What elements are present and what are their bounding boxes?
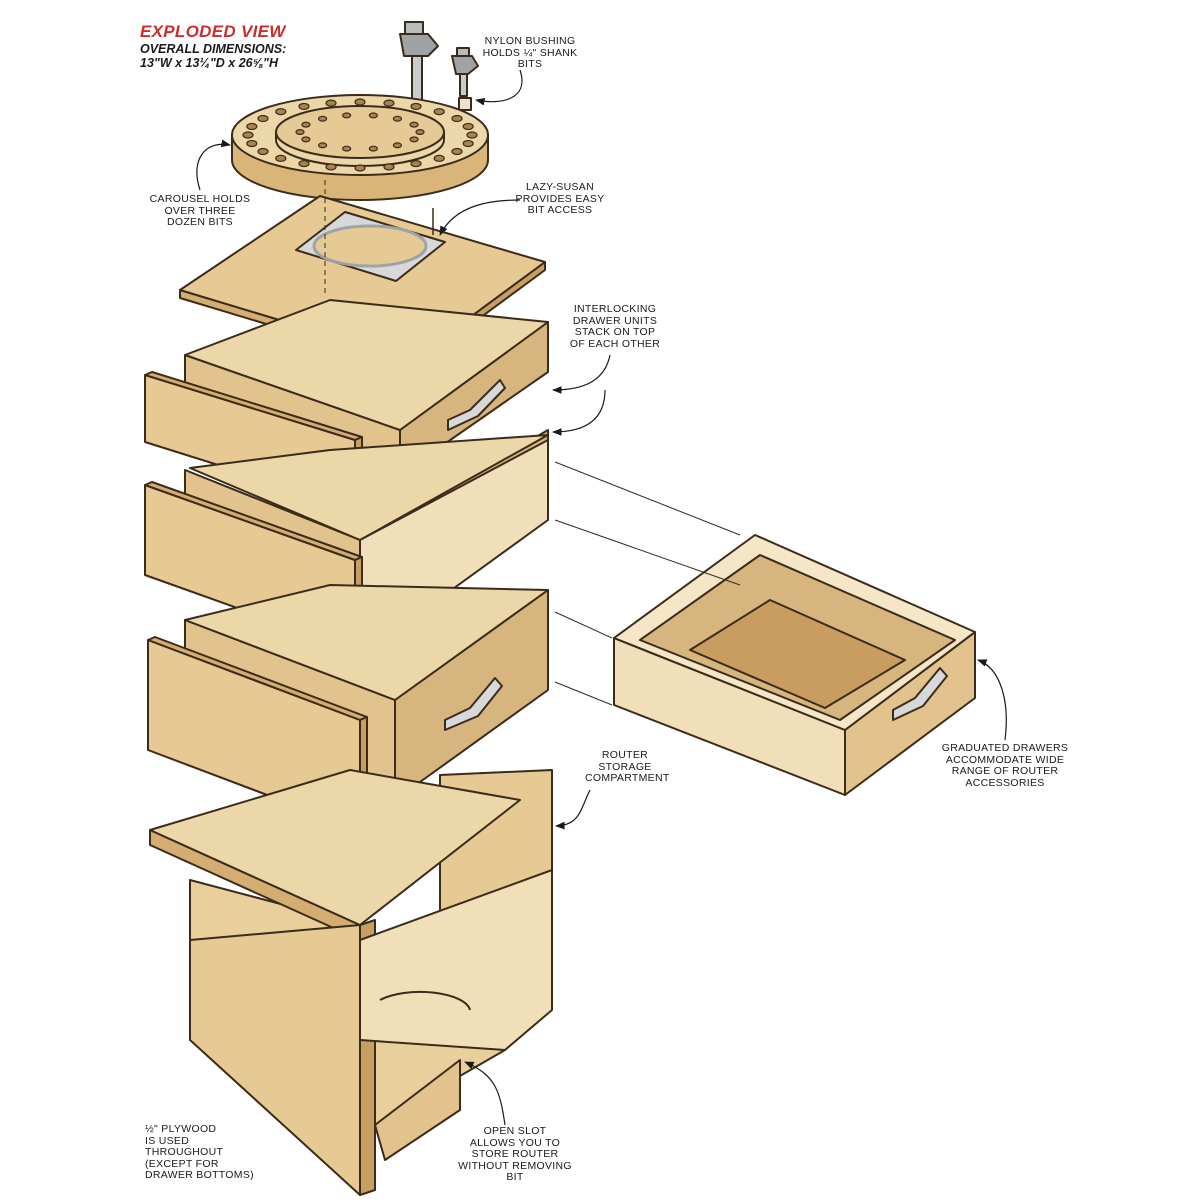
bit-hole bbox=[298, 102, 310, 111]
bit-hole bbox=[298, 159, 310, 168]
callout-lazy-susan: LAZY-SUSAN PROVIDES EASY BIT ACCESS bbox=[515, 181, 605, 216]
callout-open-slot: OPEN SLOT ALLOWS YOU TO STORE ROUTER WIT… bbox=[458, 1125, 572, 1183]
drawer-pull-pulled bbox=[892, 667, 948, 721]
arrow-interlocking bbox=[552, 354, 611, 394]
arrow-graduated bbox=[977, 659, 1007, 741]
bit-hole bbox=[317, 142, 328, 149]
arrow-lazy-susan bbox=[439, 199, 521, 236]
bit-hole bbox=[246, 122, 258, 131]
router-bit-small bbox=[451, 47, 479, 97]
callout-nylon-bushing: NYLON BUSHING HOLDS ¼" SHANK BITS bbox=[482, 35, 578, 70]
bit-hole bbox=[246, 139, 258, 148]
bit-hole bbox=[301, 121, 311, 128]
bit-hole bbox=[275, 108, 287, 116]
arrow-interlocking-2 bbox=[552, 389, 606, 436]
bit-hole bbox=[410, 102, 422, 111]
bit-hole bbox=[295, 129, 305, 136]
page-title: EXPLODED VIEW bbox=[140, 22, 286, 41]
callout-graduated-drawers: GRADUATED DRAWERS ACCOMMODATE WIDE RANGE… bbox=[941, 742, 1069, 789]
bit-hole bbox=[433, 108, 445, 116]
arrow-open-slot bbox=[464, 1061, 506, 1126]
bit-hole bbox=[392, 142, 403, 149]
arrow-router-storage bbox=[555, 789, 591, 830]
bit-hole bbox=[354, 98, 366, 106]
callout-plywood: ½" PLYWOOD IS USED THROUGHOUT (EXCEPT FO… bbox=[145, 1123, 254, 1181]
arrow-nylon bbox=[475, 69, 523, 106]
bit-hole bbox=[242, 131, 254, 139]
callout-interlocking: INTERLOCKING DRAWER UNITS STACK ON TOP O… bbox=[569, 303, 661, 350]
bit-hole bbox=[325, 99, 337, 107]
lazy-susan-bearing bbox=[295, 211, 446, 282]
bit-hole bbox=[342, 145, 352, 152]
arrow-carousel bbox=[196, 139, 231, 191]
bit-hole bbox=[451, 147, 463, 156]
extension-lines bbox=[554, 461, 741, 706]
bit-hole bbox=[275, 154, 287, 162]
carousel bbox=[231, 94, 489, 201]
bit-hole bbox=[392, 115, 403, 122]
bit-hole bbox=[409, 136, 419, 143]
router-compartment bbox=[149, 769, 553, 1196]
drawer-pull-top bbox=[447, 379, 506, 431]
bit-hole bbox=[317, 115, 328, 122]
bit-hole bbox=[354, 164, 366, 172]
bit-hole bbox=[383, 99, 395, 107]
bit-hole bbox=[451, 114, 463, 123]
bit-hole bbox=[257, 114, 269, 123]
dimensions-value: 13"W x 13¼"D x 26⅝"H bbox=[140, 56, 278, 70]
drawer-pull-third bbox=[444, 677, 503, 731]
bit-hole bbox=[342, 112, 352, 119]
dimensions-label: OVERALL DIMENSIONS: bbox=[140, 42, 287, 56]
bit-hole bbox=[433, 154, 445, 162]
bit-hole bbox=[415, 129, 425, 136]
callout-carousel: CAROUSEL HOLDS OVER THREE DOZEN BITS bbox=[149, 193, 251, 228]
bit-hole bbox=[462, 122, 474, 131]
nylon-bushing bbox=[458, 97, 472, 111]
bit-hole bbox=[466, 131, 478, 139]
bit-hole bbox=[368, 145, 378, 152]
callout-router-storage: ROUTER STORAGE COMPARTMENT bbox=[585, 749, 670, 784]
bit-hole bbox=[257, 147, 269, 156]
bit-hole bbox=[368, 112, 378, 119]
bit-hole bbox=[462, 139, 474, 148]
bit-hole bbox=[301, 136, 311, 143]
bit-hole bbox=[383, 163, 395, 171]
pulled-out-drawer bbox=[613, 534, 976, 796]
bit-hole bbox=[325, 163, 337, 171]
bit-hole bbox=[409, 121, 419, 128]
bit-hole bbox=[410, 159, 422, 168]
router-bit-large bbox=[399, 21, 439, 105]
